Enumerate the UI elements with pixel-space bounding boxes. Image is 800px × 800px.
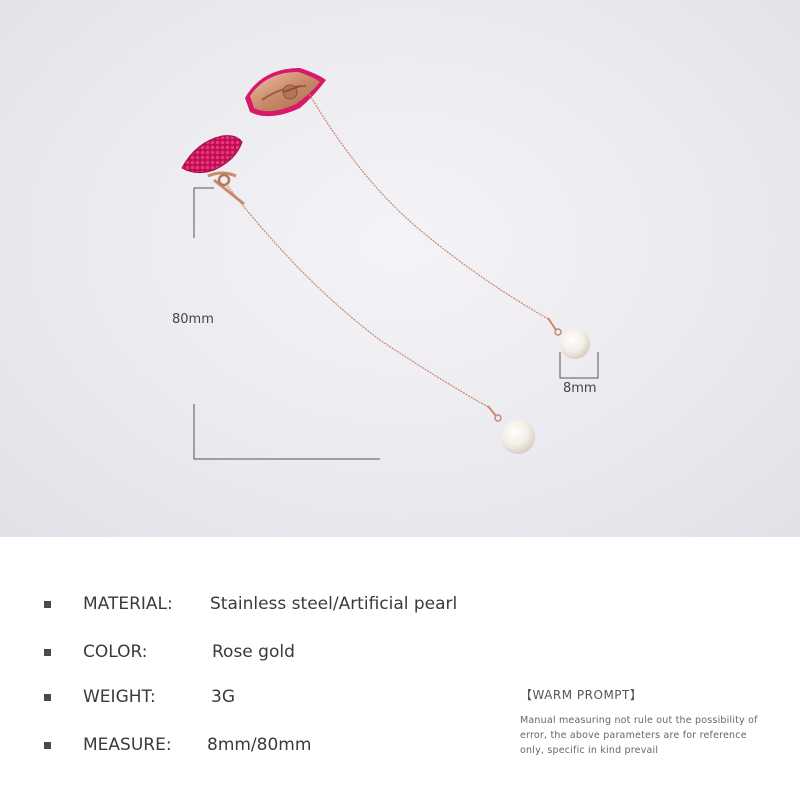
spec-row-material: MATERIAL: Stainless steel/Artificial pea… [44, 592, 457, 616]
pearl-guide [559, 352, 599, 379]
square-bullet-icon [44, 741, 51, 749]
dimension-lines [193, 187, 599, 460]
spec-key: COLOR: [83, 642, 148, 662]
length-dimension-label: 80mm [172, 312, 214, 327]
warm-prompt-body: Manual measuring not rule out the possib… [520, 713, 782, 758]
left-earring [181, 135, 535, 454]
warm-prompt-note: 【WARM PROMPT】 Manual measuring not rule … [520, 686, 782, 758]
spec-value: Stainless steel/Artificial pearl [210, 594, 458, 614]
spec-key: MATERIAL: [83, 594, 173, 614]
warm-prompt-line: error, the above parameters are for refe… [520, 730, 747, 741]
spec-key: MEASURE: [83, 735, 172, 755]
spec-value: 8mm/80mm [207, 735, 312, 755]
right-earring [245, 68, 590, 359]
length-guide-bottom [193, 404, 380, 460]
specifications-section [0, 537, 800, 800]
square-bullet-icon [44, 600, 51, 608]
spec-row-measure: MEASURE: 8mm/80mm [44, 733, 311, 757]
pearl-dimension-label: 8mm [563, 381, 597, 396]
earring-illustration [181, 68, 599, 460]
spec-row-weight: WEIGHT: 3G [44, 685, 235, 709]
square-bullet-icon [44, 693, 51, 701]
spec-value: 3G [211, 687, 235, 707]
warm-prompt-line: only, specific in kind prevail [520, 745, 659, 756]
product-photo: 80mm 8mm [0, 0, 800, 537]
spec-row-color: COLOR: Rose gold [44, 640, 295, 664]
warm-prompt-title: 【WARM PROMPT】 [520, 688, 643, 702]
warm-prompt-line: Manual measuring not rule out the possib… [520, 715, 758, 726]
spec-value: Rose gold [212, 642, 295, 662]
spec-key: WEIGHT: [83, 687, 156, 707]
square-bullet-icon [44, 648, 51, 656]
